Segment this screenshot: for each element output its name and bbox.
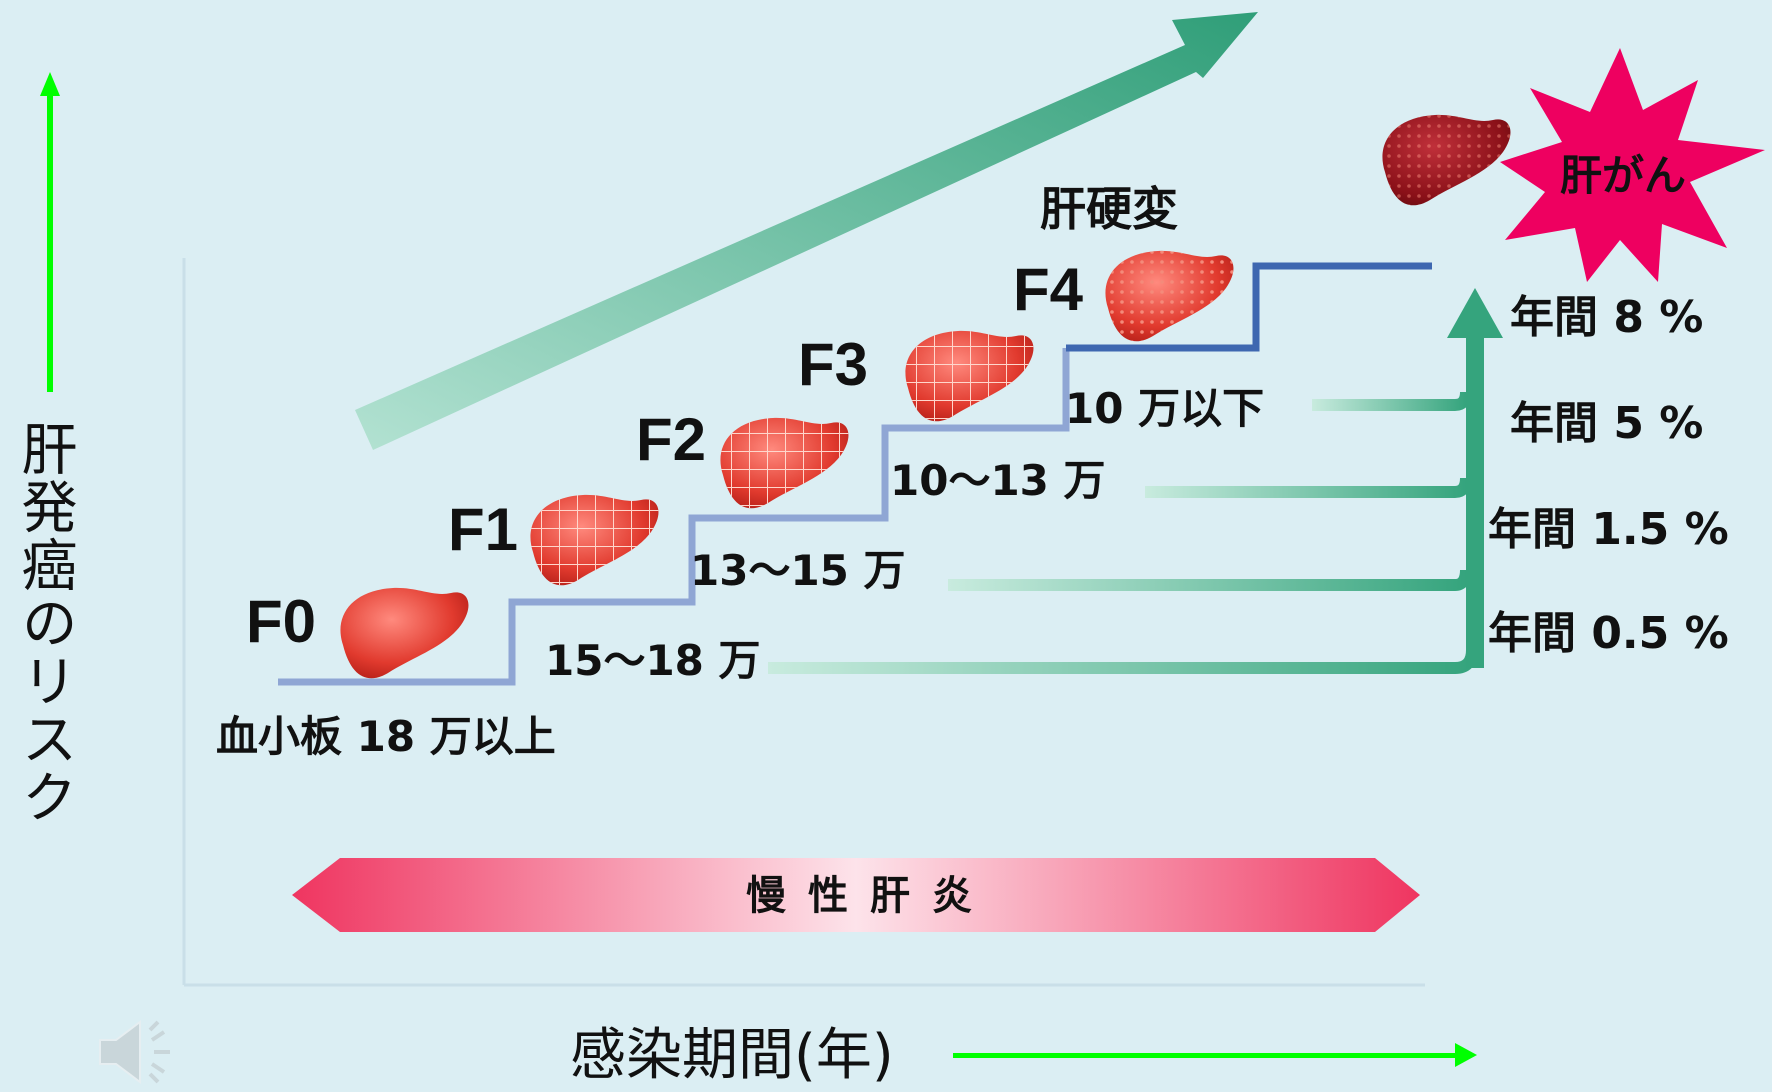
liver-f0 <box>340 587 469 679</box>
stage-label-f2: F2 <box>636 406 707 473</box>
chronic-hepatitis-band <box>292 858 1420 932</box>
liver-f1 <box>530 494 659 586</box>
stage-label-f4: F4 <box>1013 256 1084 323</box>
platelet-label-f4: 10 万以下 <box>1065 384 1265 433</box>
stage-label-f0: F0 <box>246 588 317 655</box>
liver-f3 <box>905 330 1034 422</box>
liver-cancer <box>1382 114 1511 206</box>
risk-trend-arrow <box>355 12 1258 450</box>
platelet-label-f2: 13〜15 万 <box>690 546 906 595</box>
stage-label-f1: F1 <box>448 496 519 563</box>
cancer-burst <box>1500 48 1765 282</box>
y-axis-arrow <box>40 72 60 392</box>
platelet-label-f0: 血小板 18 万以上 <box>216 712 556 761</box>
cirrhosis-label: 肝硬変 <box>1040 182 1178 236</box>
speaker-icon[interactable] <box>99 1020 170 1084</box>
platelet-label-f1: 15〜18 万 <box>545 636 761 685</box>
platelet-label-f3: 10〜13 万 <box>890 456 1106 505</box>
liver-f4 <box>1105 250 1234 342</box>
stage-label-f3: F3 <box>798 331 869 398</box>
chronic-hepatitis-label: 慢性肝炎 <box>746 873 994 919</box>
stage-staircase <box>278 262 1432 686</box>
rate-label-1-5: 年間 1.5 % <box>1488 504 1729 555</box>
rate-label-0-5: 年間 0.5 % <box>1488 608 1729 659</box>
rate-label-5: 年間 5 % <box>1510 398 1704 449</box>
x-axis-label: 感染期間(年) <box>570 1023 894 1088</box>
rate-label-8: 年間 8 % <box>1510 292 1704 343</box>
liver-cancer-label: 肝がん <box>1560 151 1687 200</box>
rate-arrows <box>768 288 1503 674</box>
x-axis-arrow <box>953 1043 1477 1067</box>
y-axis-label: 肝発癌のリスク <box>12 420 77 826</box>
liver-f2 <box>720 417 849 509</box>
